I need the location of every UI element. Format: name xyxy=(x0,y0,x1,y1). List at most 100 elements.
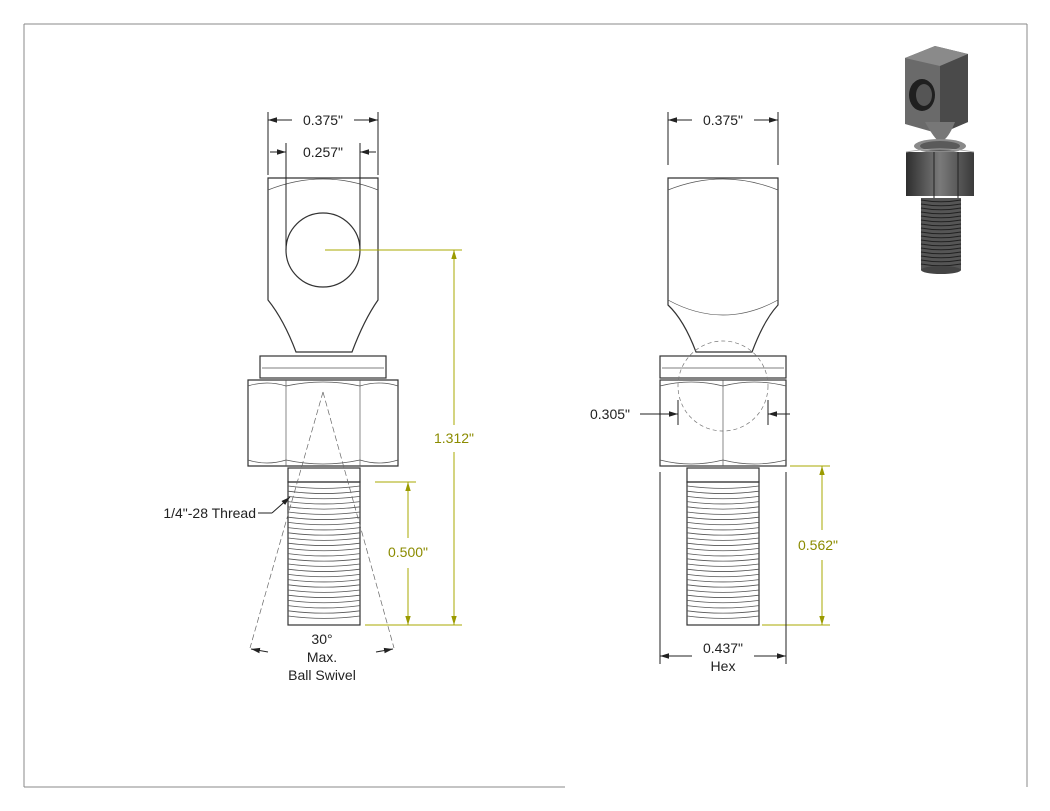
ball-diameter-label: 0.305" xyxy=(590,406,630,422)
thread-line xyxy=(686,522,760,526)
thread-line xyxy=(287,558,361,562)
thread-line xyxy=(686,501,760,505)
thread-line xyxy=(920,259,962,263)
swivel-ball-joint-render-icon xyxy=(905,46,975,274)
thread-line xyxy=(287,584,361,588)
thread-line xyxy=(287,485,361,489)
thread-line xyxy=(920,211,962,215)
thread-pattern xyxy=(920,199,962,267)
thread-line xyxy=(920,251,962,255)
thread-line xyxy=(287,496,361,500)
overall-height-dimension: 1.312" xyxy=(325,249,474,626)
thread-line xyxy=(287,568,361,572)
thread-line xyxy=(287,532,361,536)
side-width-dimension: 0.375" xyxy=(667,112,779,165)
thread-line xyxy=(686,553,760,557)
front-width-dimension: 0.375" xyxy=(267,112,379,175)
thread-callout: 1/4"-28 Thread xyxy=(163,496,291,521)
swivel-type-label: Ball Swivel xyxy=(288,667,356,683)
thread-line xyxy=(686,579,760,583)
thread-line xyxy=(686,506,760,510)
thread-line xyxy=(686,496,760,500)
thread-line xyxy=(686,568,760,572)
overall-height-label: 1.312" xyxy=(434,430,474,446)
thread-line xyxy=(287,511,361,515)
thread-line xyxy=(920,215,962,219)
thread-line xyxy=(287,589,361,593)
thread-line xyxy=(287,574,361,578)
thread-line xyxy=(287,501,361,505)
thread-line xyxy=(920,203,962,207)
thread-line xyxy=(287,579,361,583)
thread-pattern xyxy=(686,485,760,619)
thread-length-label: 0.500" xyxy=(388,544,428,560)
thread-line xyxy=(287,553,361,557)
thread-line xyxy=(920,231,962,235)
thread-line xyxy=(686,542,760,546)
thread-line xyxy=(686,584,760,588)
thread-line xyxy=(920,207,962,211)
swivel-angle-label: 30° xyxy=(311,631,332,647)
thread-line xyxy=(920,235,962,239)
thread-line xyxy=(287,542,361,546)
thread-line xyxy=(920,223,962,227)
thread-line xyxy=(686,610,760,614)
hex-width-dimension: 0.437" Hex xyxy=(659,472,787,674)
hex-width-label: 0.437" xyxy=(703,640,743,656)
thread-line xyxy=(686,527,760,531)
thread-pattern xyxy=(287,485,361,619)
hole-diameter-dimension: 0.257" xyxy=(270,143,376,250)
sheet-frame xyxy=(23,23,1028,788)
thread-line xyxy=(287,594,361,598)
thread-line xyxy=(686,615,760,619)
thread-line xyxy=(686,548,760,552)
thread-line xyxy=(287,522,361,526)
thread-line xyxy=(920,239,962,243)
thread-line xyxy=(686,594,760,598)
thread-line xyxy=(686,511,760,515)
thread-line xyxy=(686,574,760,578)
thread-line xyxy=(287,615,361,619)
thread-line xyxy=(686,485,760,489)
thread-line xyxy=(287,506,361,510)
thread-line xyxy=(287,527,361,531)
hole-diameter-label: 0.257" xyxy=(303,144,343,160)
thread-line xyxy=(287,600,361,604)
thread-line xyxy=(686,516,760,520)
side-thread-length-dimension: 0.562" xyxy=(762,465,838,626)
thread-line xyxy=(686,558,760,562)
thread-line xyxy=(920,219,962,223)
thread-line xyxy=(287,548,361,552)
front-view-part xyxy=(247,177,399,649)
front-width-label: 0.375" xyxy=(303,112,343,128)
ball-diameter-dimension: 0.305" xyxy=(590,400,790,425)
side-view-part xyxy=(659,177,787,626)
hex-label: Hex xyxy=(711,658,736,674)
thread-length-dimension: 0.500" xyxy=(375,481,428,625)
side-thread-length-label: 0.562" xyxy=(798,537,838,553)
thread-line xyxy=(686,563,760,567)
thread-line xyxy=(920,199,962,203)
thread-line xyxy=(920,227,962,231)
thread-line xyxy=(287,537,361,541)
swivel-max-label: Max. xyxy=(307,649,337,665)
thread-line xyxy=(686,605,760,609)
thread-line xyxy=(920,263,962,267)
thread-spec-label: 1/4"-28 Thread xyxy=(163,505,256,521)
thread-line xyxy=(287,490,361,494)
thread-line xyxy=(287,610,361,614)
thread-line xyxy=(686,532,760,536)
swivel-angle-dimension: 30° Max. Ball Swivel xyxy=(250,631,394,683)
thread-line xyxy=(287,516,361,520)
thread-line xyxy=(686,490,760,494)
thread-line xyxy=(287,563,361,567)
thread-line xyxy=(686,537,760,541)
thread-line xyxy=(287,605,361,609)
side-width-label: 0.375" xyxy=(703,112,743,128)
thread-line xyxy=(920,255,962,259)
thread-line xyxy=(920,247,962,251)
thread-line xyxy=(686,600,760,604)
thread-line xyxy=(686,589,760,593)
thread-line xyxy=(920,243,962,247)
